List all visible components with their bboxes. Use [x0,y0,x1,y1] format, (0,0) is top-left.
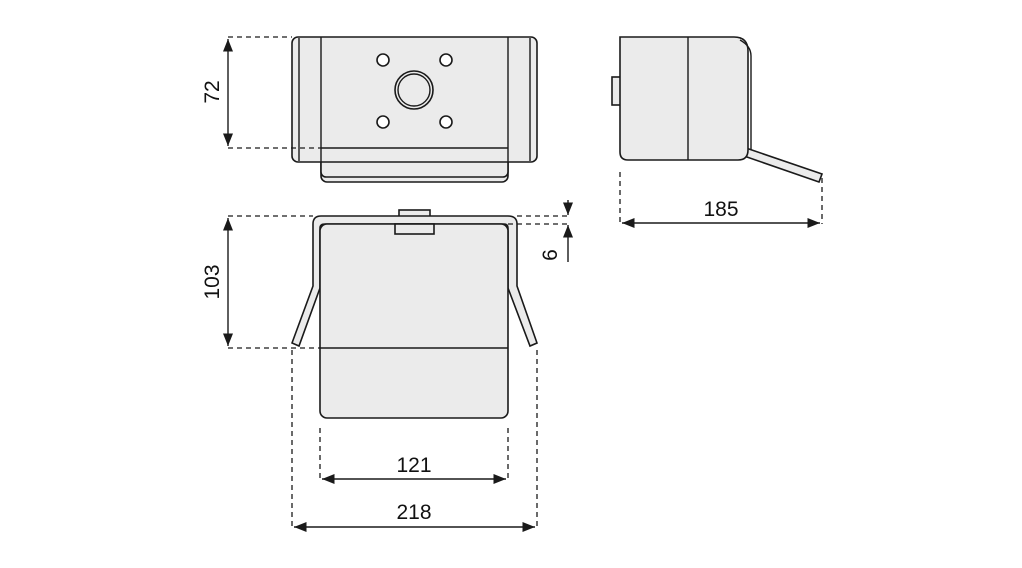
top-view: 72 [201,36,538,183]
dim-side-depth: 185 [703,198,738,221]
dim-tab-height: 6 [539,249,562,261]
center-port [394,70,434,110]
dim-top-height: 72 [201,80,224,103]
side-view: 185 [611,36,824,229]
dim-overall-width: 218 [396,501,431,524]
front-view: 103 6 121 218 [201,200,574,533]
dim-body-width: 121 [396,454,431,477]
mounting-hole [376,53,390,67]
mounting-hole [376,115,390,129]
mounting-hole [439,53,453,67]
mounting-hole [439,115,453,129]
dim-front-height: 103 [201,264,224,299]
